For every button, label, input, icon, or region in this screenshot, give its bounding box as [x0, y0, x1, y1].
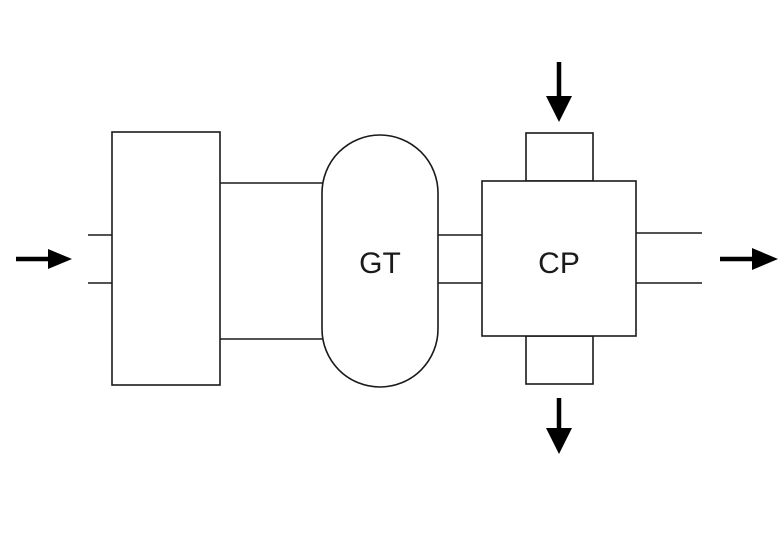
gt-block	[321, 134, 439, 388]
inlet-arrow-icon	[16, 249, 72, 269]
inlet-pipe	[88, 234, 112, 284]
top-down-arrow-icon	[546, 62, 572, 122]
cp-top-nozzle	[525, 132, 594, 182]
cp-block	[481, 180, 637, 337]
gt-cp-connector	[438, 234, 482, 284]
left-gt-connector	[220, 182, 326, 340]
cp-bottom-nozzle	[525, 335, 594, 385]
gt-label: GT	[359, 247, 401, 280]
cp-label: CP	[538, 247, 580, 280]
bottom-down-arrow-icon	[546, 398, 572, 454]
left-unit-block	[111, 131, 221, 386]
outlet-pipe	[636, 232, 702, 284]
outlet-arrow-icon	[720, 248, 778, 270]
